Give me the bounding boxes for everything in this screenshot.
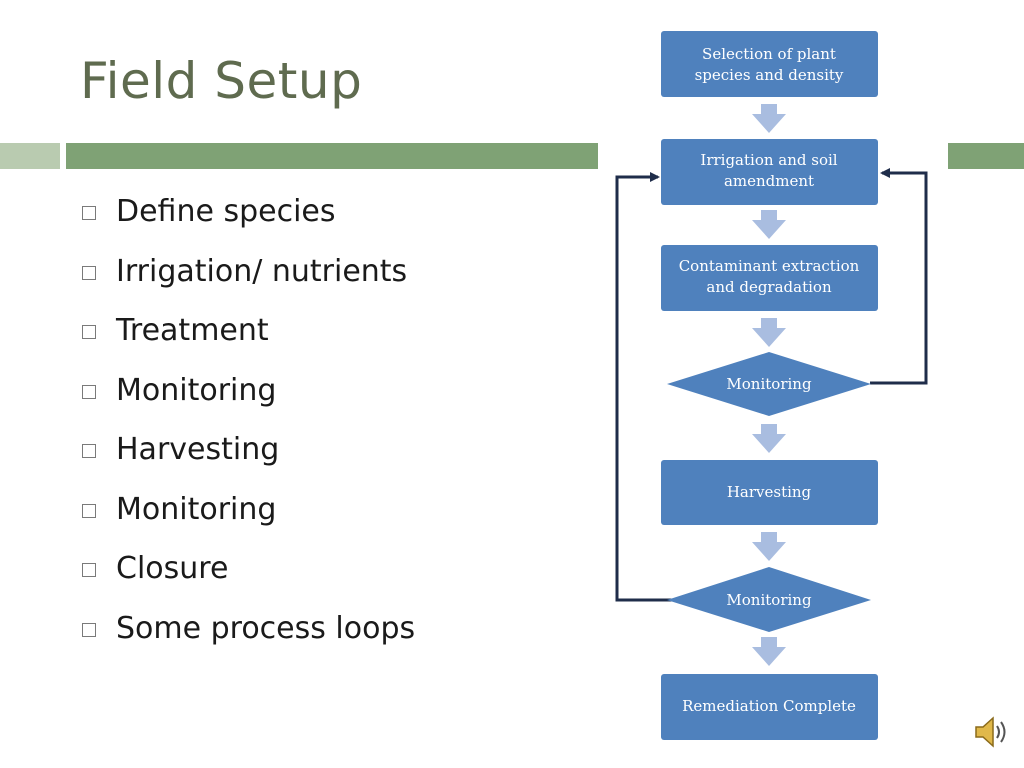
bullet-square-icon: [82, 444, 96, 458]
flow-decision-label: Monitoring: [726, 375, 812, 393]
bullet-square-icon: [82, 384, 96, 399]
bullet-text: Irrigation/ nutrients: [116, 253, 408, 289]
flow-decision-label: Monitoring: [726, 591, 812, 609]
flow-step-selection: Selection of plant species and density: [661, 31, 878, 97]
bullet-text: Harvesting: [116, 432, 280, 467]
flow-arrow-down: [752, 210, 786, 239]
speaker-icon[interactable]: [972, 712, 1012, 752]
flow-decision-monitoring: Monitoring: [667, 352, 871, 416]
bullet-text: Monitoring: [116, 372, 277, 408]
bullet-item: Closure: [82, 547, 415, 607]
bullet-square-icon: [82, 265, 96, 280]
flow-step-harvesting: Harvesting: [661, 460, 878, 525]
flow-decision-monitoring-final: Monitoring: [667, 567, 871, 632]
bullet-item: Some process loops: [82, 607, 415, 667]
decorative-band-main: [66, 143, 598, 169]
decorative-band-right: [948, 143, 1024, 169]
flow-step-label: amendment: [724, 172, 814, 190]
bullet-square-icon: [82, 325, 96, 339]
loop-line-right: [870, 168, 928, 385]
bullet-text: Define species: [116, 194, 336, 229]
flow-step-label: species and density: [695, 66, 844, 84]
bullet-text: Closure: [116, 551, 229, 586]
bullet-text: Treatment: [116, 313, 269, 348]
slide-title: Field Setup: [80, 52, 363, 110]
bullet-square-icon: [82, 503, 96, 518]
decorative-band-left: [0, 143, 60, 169]
loop-line-left: [615, 172, 674, 602]
bullet-list: Define species Irrigation/ nutrients Tre…: [82, 190, 415, 666]
bullet-item: Define species: [82, 190, 415, 250]
flow-arrow-down: [752, 104, 786, 133]
flow-step-label: Harvesting: [727, 483, 812, 501]
bullet-item: Monitoring: [82, 369, 415, 429]
bullet-text: Monitoring: [116, 491, 277, 527]
bullet-square-icon: [82, 206, 96, 220]
flow-arrow-down: [752, 532, 786, 561]
bullet-text: Some process loops: [116, 610, 416, 646]
flow-arrow-down: [752, 424, 786, 453]
bullet-square-icon: [82, 622, 96, 637]
bullet-item: Monitoring: [82, 488, 415, 548]
flow-step-remediation-complete: Remediation Complete: [661, 674, 878, 740]
flow-arrow-down: [752, 318, 786, 347]
flow-step-label: and degradation: [706, 278, 832, 296]
flow-step-label: Remediation Complete: [682, 697, 856, 715]
flow-arrow-down: [752, 637, 786, 666]
flow-step-label: Contaminant extraction: [679, 257, 860, 275]
bullet-square-icon: [82, 563, 96, 577]
bullet-item: Irrigation/ nutrients: [82, 250, 415, 310]
bullet-item: Treatment: [82, 309, 415, 369]
flow-step-label: Selection of plant: [702, 45, 836, 63]
flow-step-extraction: Contaminant extraction and degradation: [661, 245, 878, 311]
flow-step-irrigation: Irrigation and soil amendment: [661, 139, 878, 205]
bullet-item: Harvesting: [82, 428, 415, 488]
flow-step-label: Irrigation and soil: [700, 151, 837, 169]
